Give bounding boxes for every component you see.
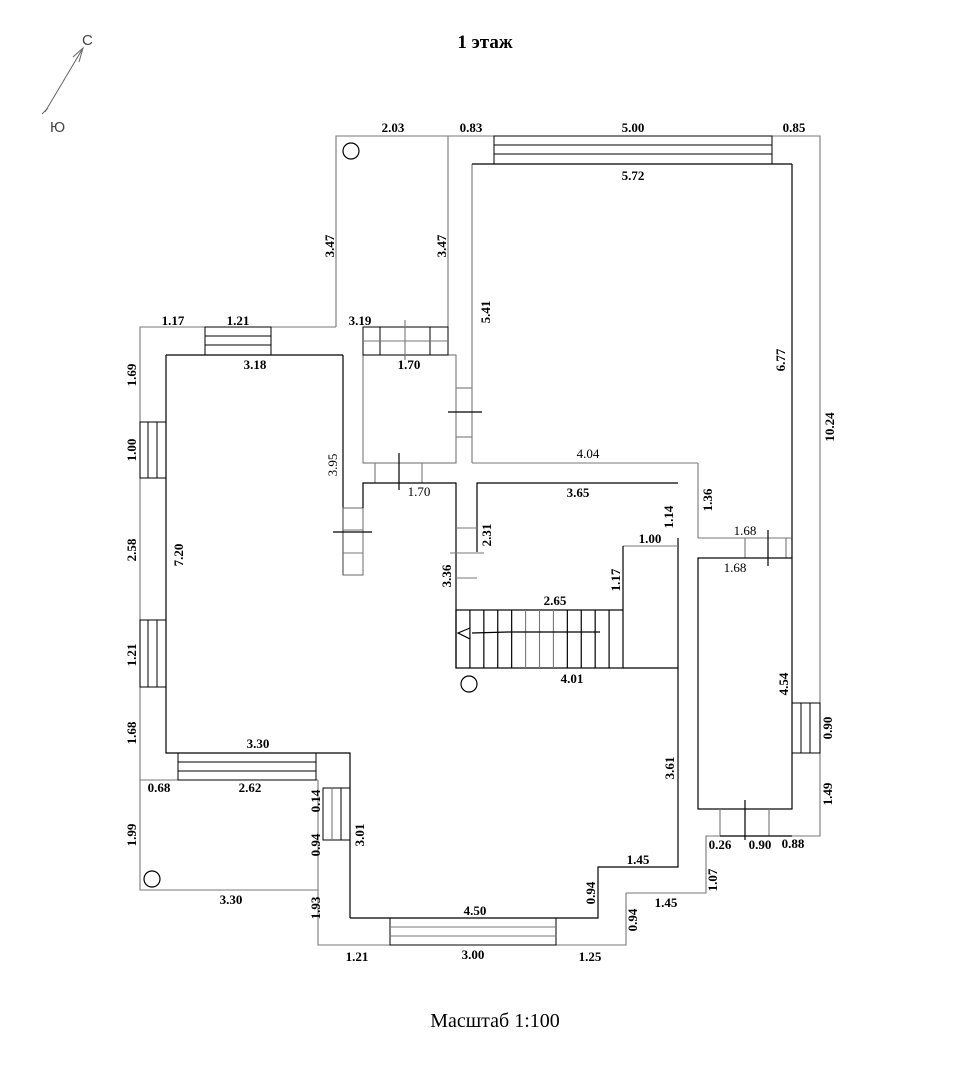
dim-label: 0.83: [460, 120, 483, 135]
dim-label: 1.21: [227, 313, 250, 328]
dim-label: 5.41: [478, 301, 493, 324]
stair-steps: [469, 610, 610, 668]
dim-label: 3.61: [662, 757, 677, 780]
dim-label: 2.62: [239, 780, 262, 795]
dim-label: 4.04: [577, 446, 600, 461]
dim-label: 1.21: [346, 949, 369, 964]
dim-label: 2.58: [124, 538, 139, 561]
dim-label: 2.65: [544, 593, 567, 608]
dim-label: 4.01: [561, 671, 584, 686]
dim-label: 3.47: [434, 234, 449, 257]
interior-walls: [362, 320, 821, 840]
compass-north-label: С: [82, 32, 93, 49]
dim-label: 3.30: [247, 736, 270, 751]
dim-label: 0.94: [583, 881, 598, 904]
dim-label: 1.68: [124, 721, 139, 744]
dim-label: 5.00: [622, 120, 645, 135]
column-icon: [342, 142, 360, 160]
dim-label: 1.99: [124, 823, 139, 846]
dim-label: 3.47: [322, 234, 337, 257]
dim-label: 6.77: [773, 348, 788, 371]
dim-label: 1.70: [408, 484, 431, 499]
dim-label: 1.45: [655, 895, 678, 910]
dim-label: 1.49: [820, 782, 835, 805]
outer-walls: [139, 135, 821, 946]
dim-label: 7.20: [171, 544, 186, 567]
dim-label: 1.17: [162, 313, 185, 328]
dim-label: 1.70: [398, 357, 421, 372]
dim-label: 5.72: [622, 168, 645, 183]
dim-label: 1.68: [734, 523, 757, 538]
dim-label: 0.94: [625, 908, 640, 931]
dim-label: 2.31: [479, 524, 494, 547]
dim-label: 0.88: [782, 836, 805, 851]
dim-label: 3.36: [439, 564, 454, 587]
dim-label: 1.25: [579, 949, 602, 964]
dim-label: 0.68: [148, 780, 171, 795]
compass-icon: С Ю: [41, 32, 93, 136]
column-icon: [460, 675, 478, 693]
dim-label: 1.07: [705, 868, 720, 891]
dim-label: 1.00: [124, 439, 139, 462]
dim-label: 1.21: [124, 644, 139, 667]
plan-title: 1 этаж: [457, 32, 513, 53]
column-icon: [143, 870, 161, 888]
dim-label: 3.19: [349, 313, 372, 328]
dim-label: 1.14: [661, 505, 676, 528]
dim-label: 1.17: [608, 568, 623, 591]
dim-label: 3.18: [244, 357, 267, 372]
dim-label: 0.90: [749, 837, 772, 852]
dim-label: 3.30: [220, 892, 243, 907]
dim-label: 3.95: [325, 454, 340, 477]
dim-label: 4.50: [464, 903, 487, 918]
dim-label: 1.69: [124, 363, 139, 386]
dim-label: 3.00: [462, 947, 485, 962]
dim-label: 10.24: [822, 412, 837, 442]
dim-label: 1.00: [639, 531, 662, 546]
dim-label: 0.90: [820, 717, 835, 740]
dim-label: 0.14: [308, 789, 323, 812]
dim-label: 2.03: [382, 120, 405, 135]
dim-label: 0.85: [783, 120, 806, 135]
dim-label: 1.45: [627, 852, 650, 867]
scale-label: Масштаб 1:100: [430, 1010, 560, 1032]
dim-label: 1.36: [700, 488, 715, 511]
dim-label: 3.65: [567, 485, 590, 500]
dim-label: 0.26: [709, 837, 732, 852]
compass-south-label: Ю: [50, 119, 65, 136]
dim-label: 1.68: [724, 560, 747, 575]
dimension-labels: 2.03 0.83 5.00 0.85 5.72 3.47 3.47 5.41 …: [124, 120, 837, 964]
dim-label: 1.93: [308, 896, 323, 919]
dim-label: 0.94: [308, 833, 323, 856]
dim-label: 4.54: [776, 672, 791, 695]
dim-label: 3.01: [352, 824, 367, 847]
